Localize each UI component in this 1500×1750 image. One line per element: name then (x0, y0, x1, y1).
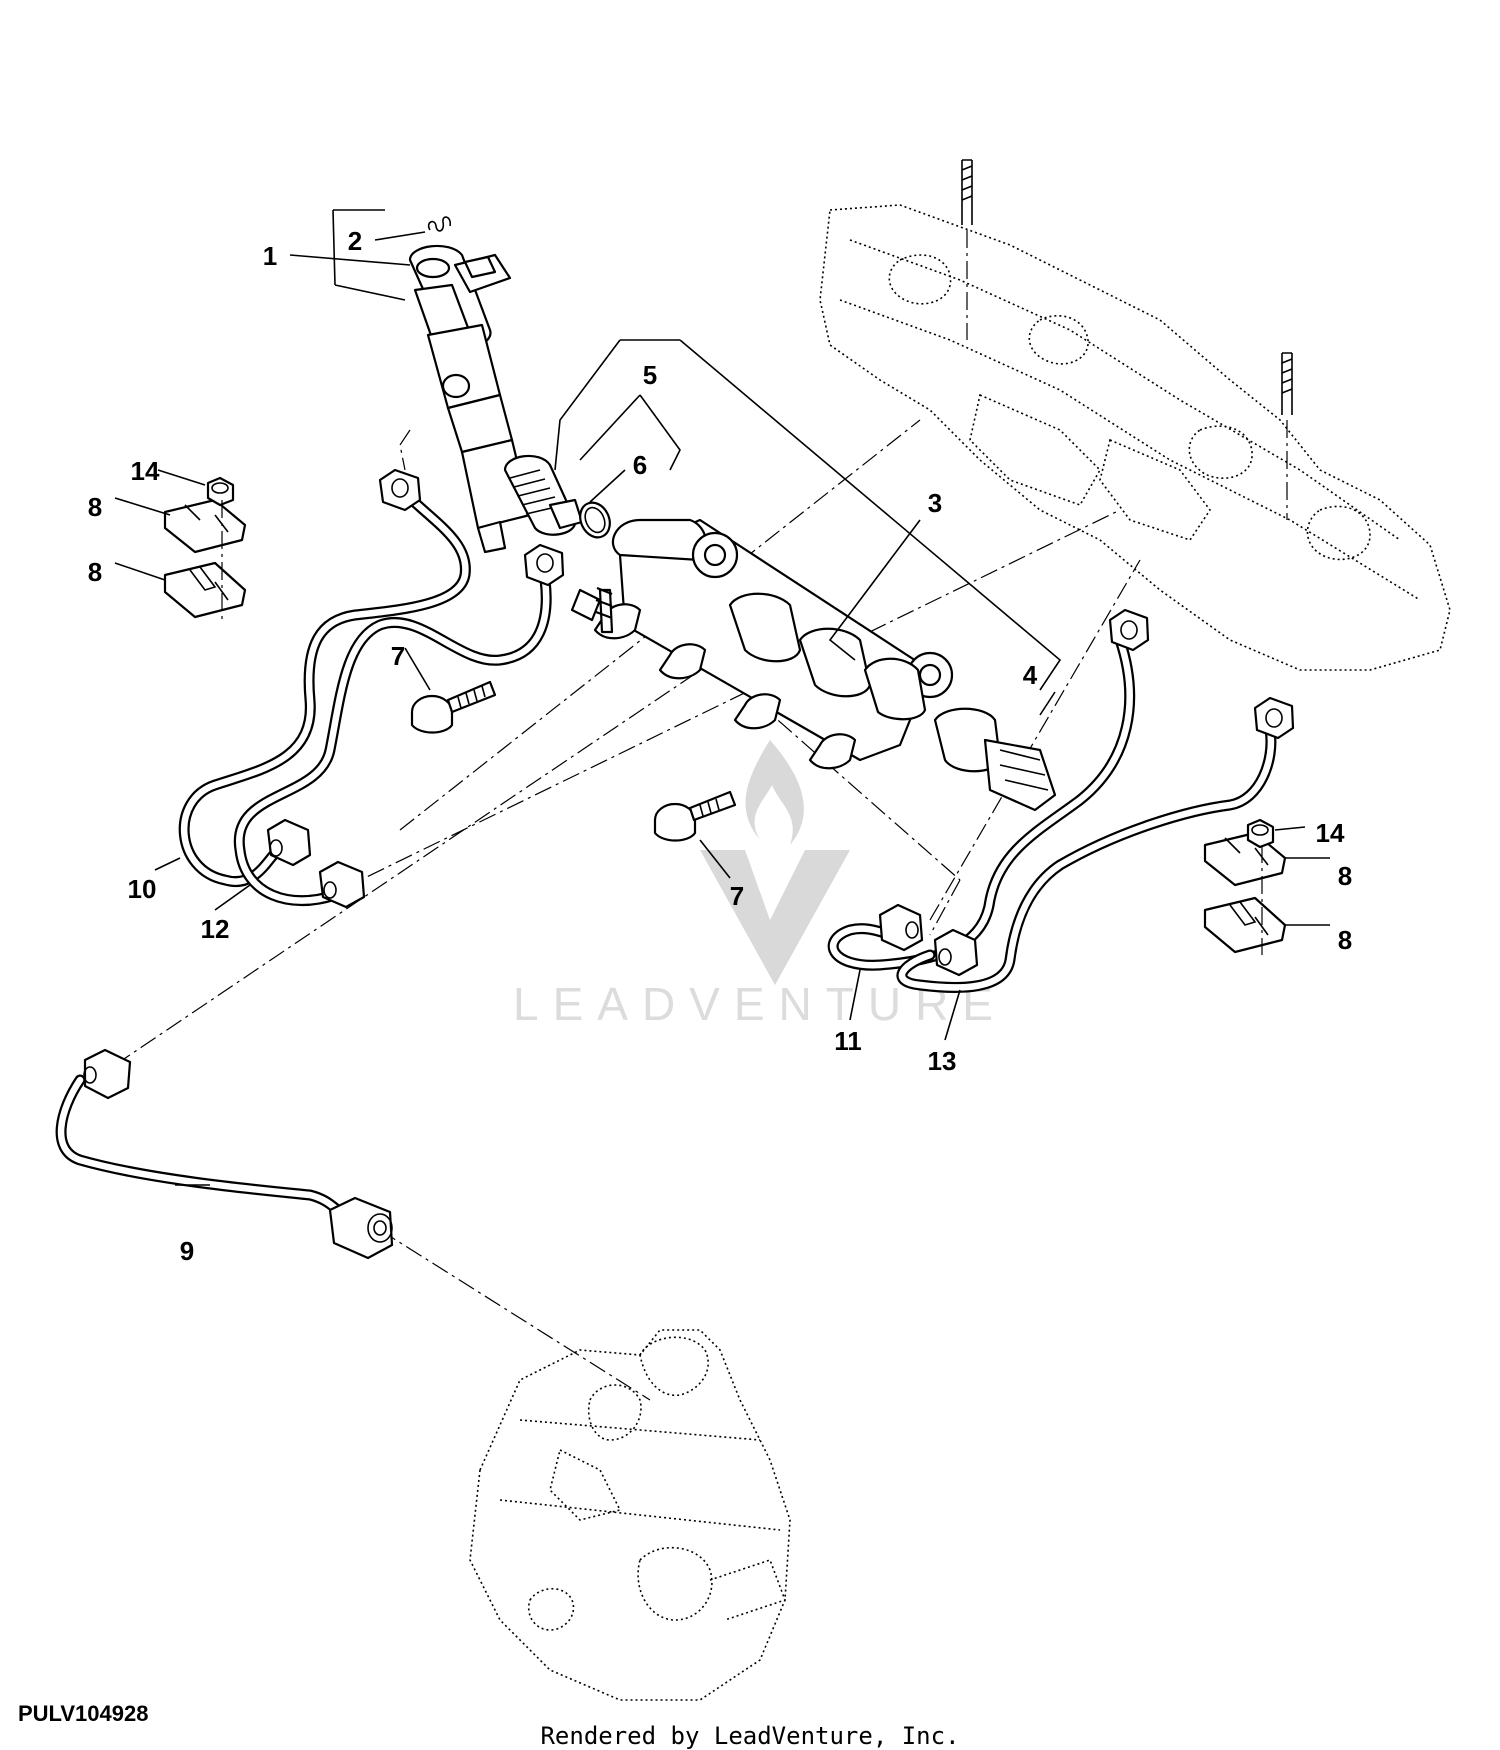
footer-credit: Rendered by LeadVenture, Inc. (540, 1722, 960, 1750)
tube-nut (266, 818, 312, 867)
callout-5: 5 (643, 360, 657, 390)
nut-right (1246, 818, 1275, 849)
o-ring (579, 501, 611, 539)
callout-14-right: 14 (1316, 818, 1345, 848)
tube-nut (1253, 696, 1295, 740)
fuel-line-13 (896, 724, 1277, 993)
tube-nut (933, 928, 979, 977)
fuel-injector (408, 244, 532, 554)
callout-6: 6 (633, 450, 647, 480)
fuel-line-10 (178, 482, 471, 888)
fuel-line-9 (55, 1074, 351, 1221)
rail-pressure-sensor (933, 707, 1057, 812)
fuel-line-11 (827, 634, 1136, 971)
callout-8-upper-left: 8 (88, 492, 102, 522)
nut-left (206, 476, 235, 507)
figure-id: PULV104928 (18, 1701, 149, 1726)
clamp-lower-left (163, 561, 247, 619)
inlet-connector (503, 454, 584, 536)
callout-14-left: 14 (131, 456, 160, 486)
fuel-rail (570, 518, 954, 770)
bolt-center (653, 790, 737, 842)
bolt-left (410, 680, 497, 734)
injection-pump-reference (469, 1329, 791, 1701)
callout-7-center: 7 (730, 881, 744, 911)
callout-8-lower-left: 8 (88, 557, 102, 587)
tube-nut (378, 468, 422, 512)
callout-4: 4 (1023, 660, 1038, 690)
callout-8-lower-right: 8 (1338, 925, 1352, 955)
tube-nut (318, 860, 366, 909)
cylinder-head-reference (819, 159, 1451, 671)
callout-7-left: 7 (391, 641, 405, 671)
tube-nut (83, 1048, 132, 1100)
tube-nut (878, 903, 924, 952)
callout-9: 9 (180, 1236, 194, 1266)
callout-labels: 1 2 3 4 5 6 7 7 8 8 8 8 9 10 11 12 13 14… (88, 226, 1352, 1266)
injector-clip (427, 216, 452, 232)
callout-11: 11 (834, 1026, 862, 1056)
tube-nut (328, 1196, 394, 1260)
callout-8-upper-right: 8 (1338, 861, 1352, 891)
assembly-centerlines (114, 419, 1141, 1401)
leader-lines (114, 209, 1330, 1186)
tube-nut (523, 543, 565, 587)
callout-10: 10 (128, 874, 157, 904)
clamp-upper-left (163, 498, 247, 554)
callout-13: 13 (928, 1046, 957, 1076)
callout-12: 12 (201, 914, 230, 944)
tube-nut (1108, 608, 1150, 652)
callout-3: 3 (928, 488, 942, 518)
callout-2: 2 (348, 226, 362, 256)
callout-1: 1 (263, 241, 277, 271)
clamp-lower-right (1203, 896, 1287, 954)
fuel-line-12 (233, 574, 552, 907)
